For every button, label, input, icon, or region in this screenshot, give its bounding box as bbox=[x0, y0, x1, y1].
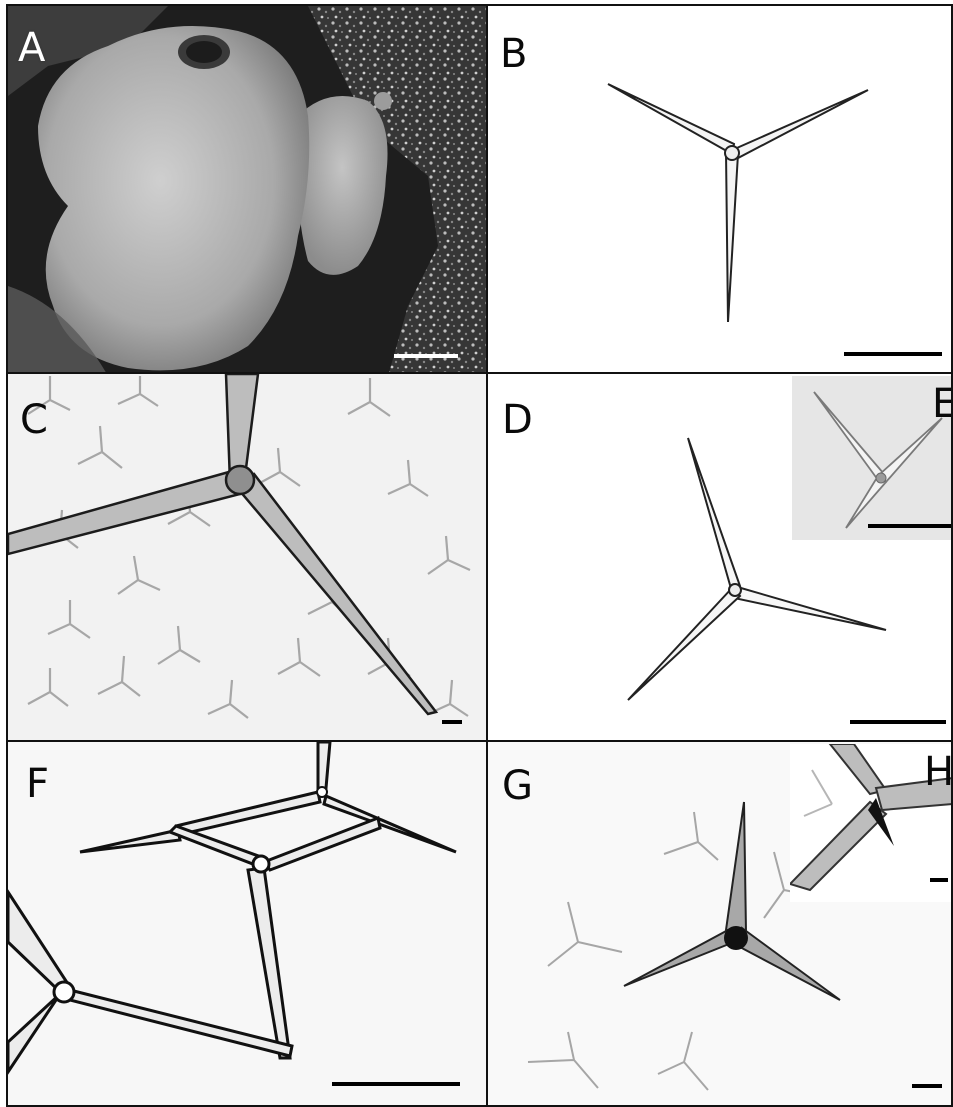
scale-bar bbox=[332, 1082, 460, 1086]
panel-f: F bbox=[6, 740, 488, 1107]
panel-g: G H bbox=[486, 740, 953, 1107]
spicule-cluster-micrograph bbox=[8, 374, 486, 740]
triactine-spicule bbox=[627, 437, 887, 701]
panel-label: C bbox=[20, 397, 48, 443]
panel-label: E bbox=[932, 384, 951, 424]
panel-a: A bbox=[6, 4, 488, 374]
panel-label: B bbox=[500, 31, 528, 77]
panel-label: H bbox=[924, 749, 953, 795]
scale-bar bbox=[850, 720, 946, 724]
triactine-spicule bbox=[607, 83, 869, 323]
inset-h: H bbox=[790, 744, 953, 902]
panel-label: F bbox=[26, 761, 50, 807]
scale-bar bbox=[442, 720, 462, 724]
scale-bar bbox=[868, 524, 951, 528]
scale-bar bbox=[930, 878, 948, 882]
panel-c: C bbox=[6, 372, 488, 742]
sponge-photo bbox=[8, 6, 486, 372]
spicule-micrograph bbox=[8, 742, 486, 1105]
scale-bar bbox=[912, 1084, 942, 1088]
triactine-spicule-inset bbox=[792, 376, 951, 540]
panel-b: B bbox=[486, 4, 953, 374]
panel-label: G bbox=[502, 763, 533, 809]
panel-label: D bbox=[502, 397, 533, 443]
panel-label: A bbox=[18, 25, 46, 71]
spicule-tip-inset bbox=[790, 744, 951, 902]
scale-bar bbox=[394, 354, 458, 358]
scale-bar bbox=[844, 352, 942, 356]
inset-e: E bbox=[792, 376, 951, 540]
panel-d: D E bbox=[486, 372, 953, 742]
